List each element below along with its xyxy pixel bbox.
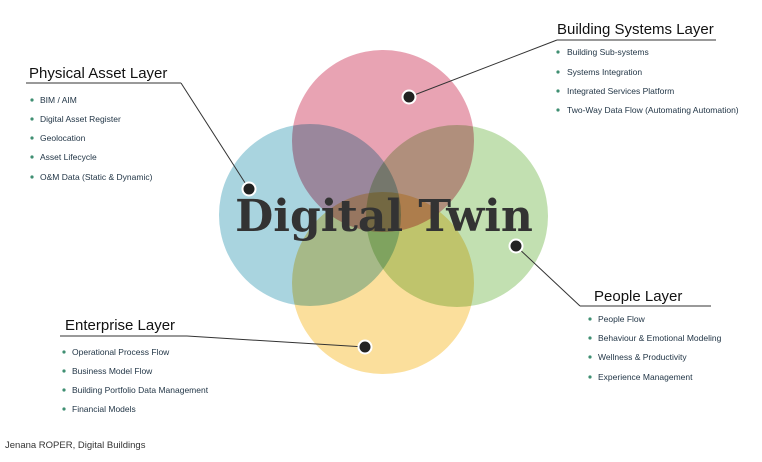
bullet-icon [588,355,592,359]
bullet-icon [588,375,592,379]
bullet-icon [556,50,560,54]
people-item: Behaviour & Emotional Modeling [598,333,722,343]
connector-people [515,245,581,307]
venn-circles [219,50,548,374]
marker-building-systems [401,89,417,105]
bullet-icon [62,369,66,373]
bullet-icon [30,175,34,179]
enterprise-circle [292,192,474,374]
connector-physical-asset [180,82,250,190]
enterprise-title: Enterprise Layer [65,317,175,334]
bullet-icon [556,89,560,93]
enterprise-item: Business Model Flow [72,366,153,376]
marker-people [508,238,524,254]
enterprise-item: Building Portfolio Data Management [72,385,209,395]
connector-enterprise [186,335,366,348]
credit-text: Jenana ROPER, Digital Buildings [5,440,146,451]
building-systems-title: Building Systems Layer [557,21,714,38]
bullet-icon [30,155,34,159]
building-systems-item: Building Sub-systems [567,47,649,57]
bullet-icon [62,350,66,354]
physical-asset-title: Physical Asset Layer [29,65,167,82]
bullet-icon [588,336,592,340]
marker-enterprise [357,339,373,355]
enterprise-item: Operational Process Flow [72,347,170,357]
markers [241,89,524,355]
bullet-icon [556,108,560,112]
connector-building-systems [408,39,558,98]
building-systems-item: Systems Integration [567,67,642,77]
physical-asset-item: Digital Asset Register [40,114,121,124]
physical-asset-item: BIM / AIM [40,95,77,105]
connectors [26,39,716,348]
enterprise-item: Financial Models [72,404,136,414]
building-systems-item: Two-Way Data Flow (Automating Automation… [567,105,739,115]
physical-asset-item: Geolocation [40,133,86,143]
people-title: People Layer [594,288,682,305]
bullet-icon [30,117,34,121]
people-layer: People Layer People Flow Behaviour & Emo… [588,288,722,382]
people-item: Experience Management [598,372,693,382]
bullet-icon [588,317,592,321]
enterprise-layer: Enterprise Layer Operational Process Flo… [62,317,209,414]
marker-physical-asset [241,181,257,197]
bullet-icon [30,136,34,140]
physical-asset-layer: Physical Asset Layer BIM / AIM Digital A… [29,65,167,182]
bullet-icon [62,388,66,392]
bullet-icon [62,407,66,411]
center-title: Digital Twin [235,191,533,242]
bullet-icon [556,70,560,74]
building-systems-item: Integrated Services Platform [567,86,674,96]
physical-asset-item: O&M Data (Static & Dynamic) [40,172,153,182]
physical-asset-item: Asset Lifecycle [40,152,97,162]
people-item: People Flow [598,314,646,324]
building-systems-layer: Building Systems Layer Building Sub-syst… [556,21,739,115]
bullet-icon [30,98,34,102]
people-item: Wellness & Productivity [598,352,687,362]
